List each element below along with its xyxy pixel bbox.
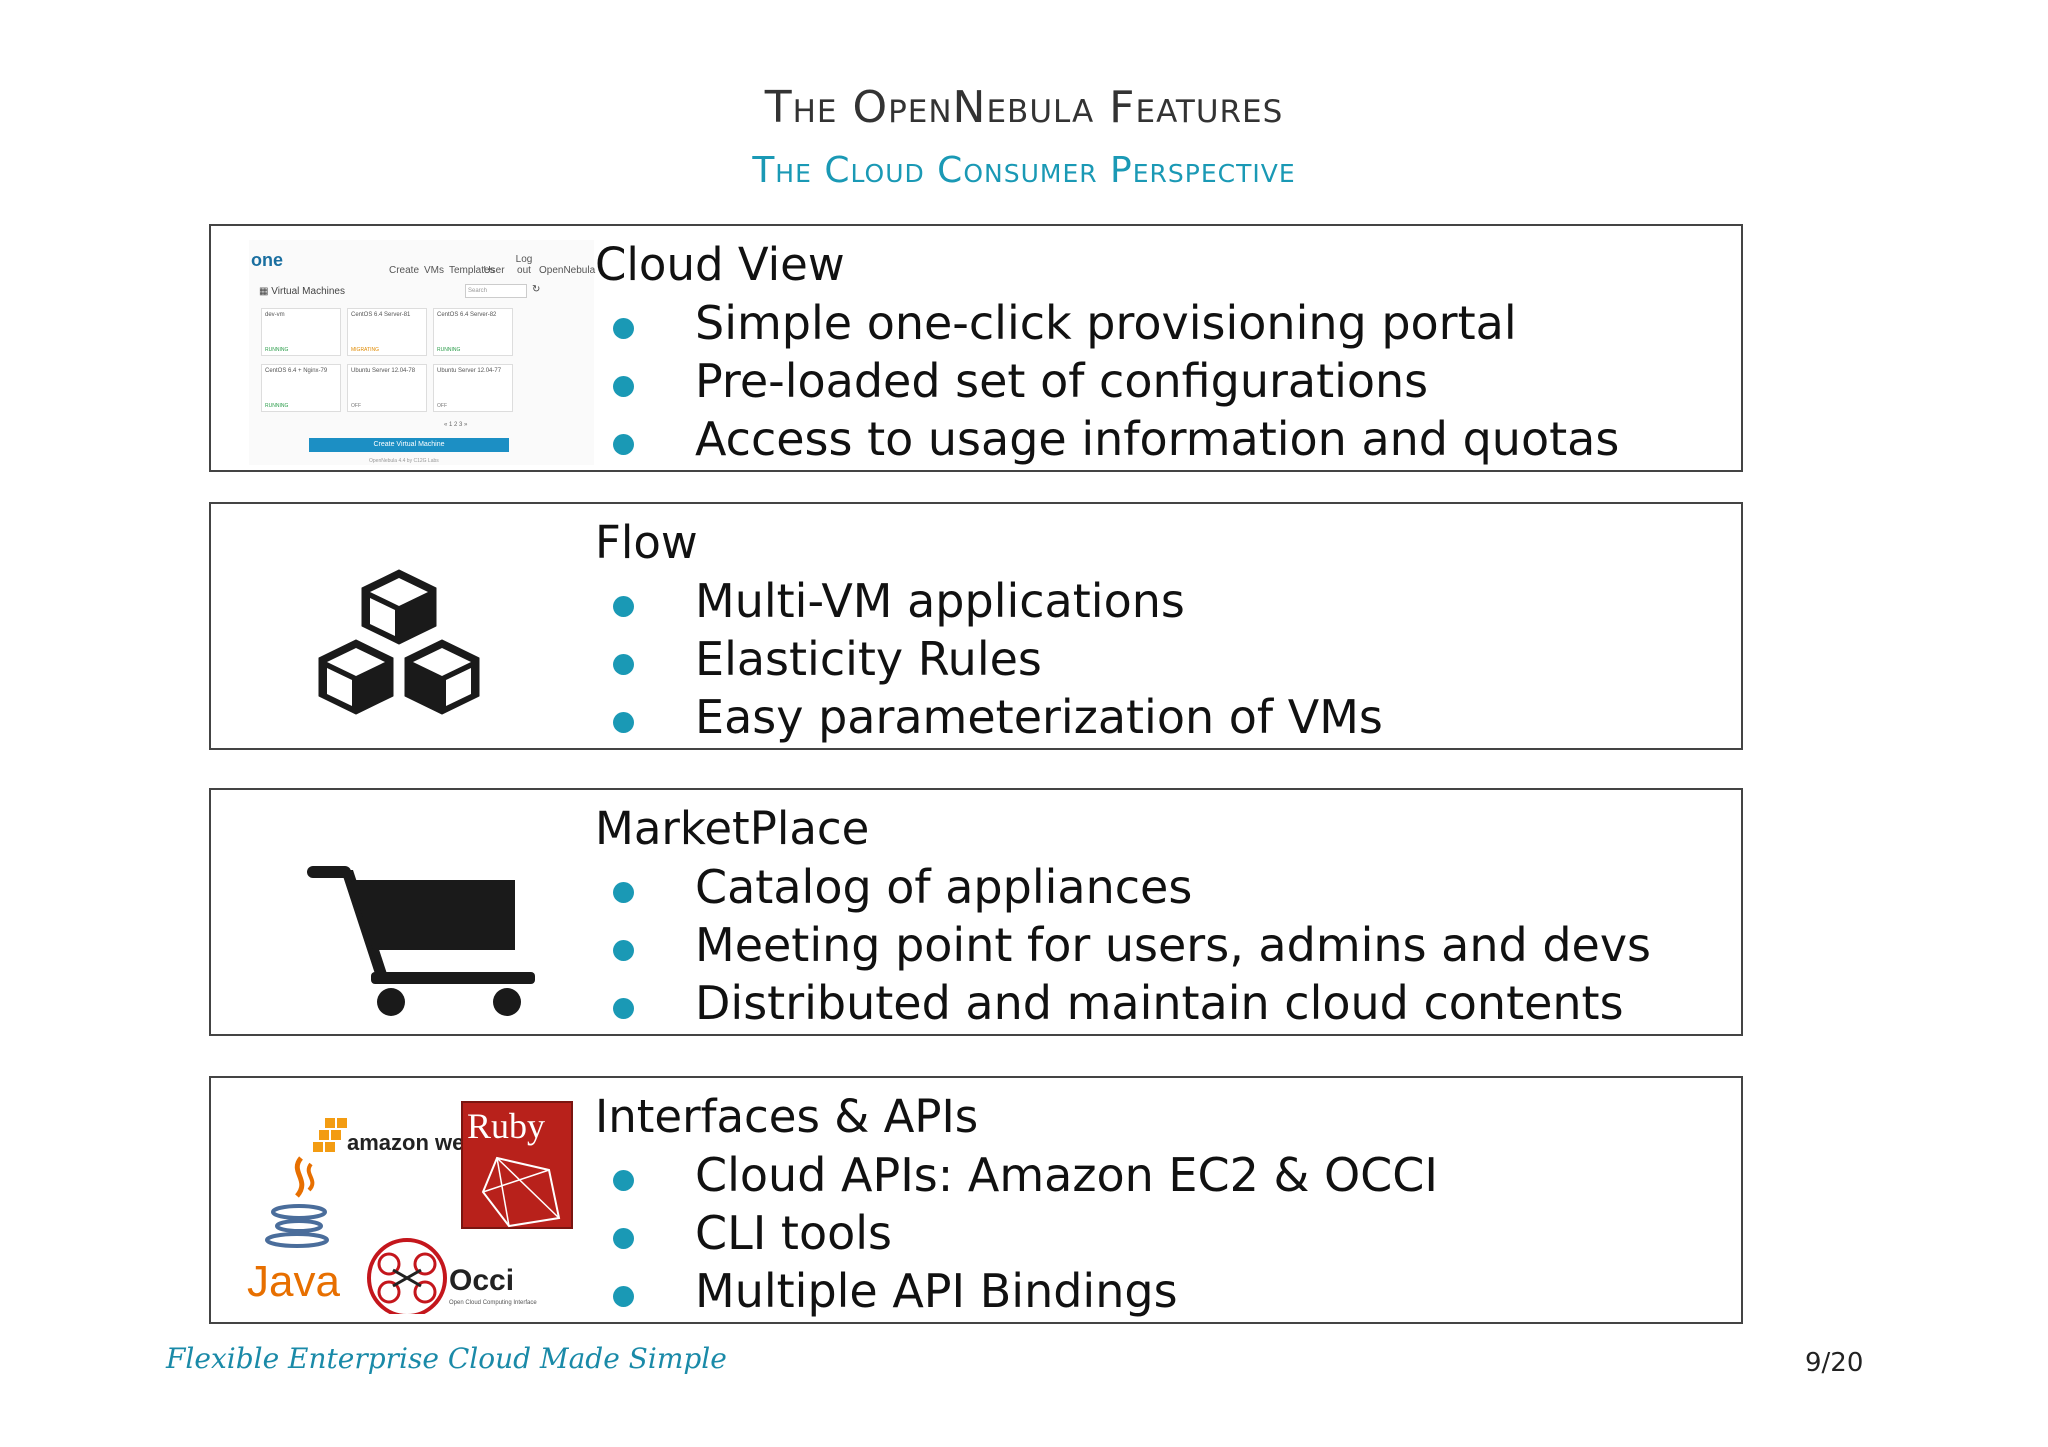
bullet-icon — [613, 882, 634, 903]
footer-tagline: Flexible Enterprise Cloud Made Simple — [166, 1342, 727, 1375]
bullet-icon — [613, 940, 634, 961]
nav-templates: Templates — [449, 265, 495, 276]
shopping-cart-icon — [239, 800, 619, 1026]
nav-user: User — [483, 265, 505, 276]
panel-interfaces-apis: amazon webservices Ruby Java — [209, 1076, 1743, 1324]
panel-heading: MarketPlace — [595, 802, 870, 855]
bullet-icon — [613, 376, 634, 397]
bullet-icon — [613, 596, 634, 617]
panel-heading: Cloud View — [595, 238, 845, 291]
bullet-icon — [613, 1228, 634, 1249]
refresh-icon: ↻ — [532, 284, 541, 295]
bullet-icon — [613, 712, 634, 733]
cubes-icon — [239, 514, 619, 740]
bullet-icon — [613, 1170, 634, 1191]
java-logo-icon: Java — [247, 1156, 340, 1306]
bullet-icon — [613, 434, 634, 455]
one-logo: one — [251, 250, 284, 270]
svg-text:Java: Java — [247, 1257, 340, 1306]
slide-title: The OpenNebula Features — [764, 82, 1284, 133]
screenshot-section-title: ▦ Virtual Machines — [259, 286, 345, 297]
svg-text:Ruby: Ruby — [467, 1106, 545, 1146]
bullet-icon — [613, 1286, 634, 1307]
api-logos: amazon webservices Ruby Java — [239, 1088, 619, 1318]
ruby-logo-icon: Ruby — [461, 1101, 573, 1229]
panel-flow: Flow Multi-VM applications Elasticity Ru… — [209, 502, 1743, 750]
panel-heading: Flow — [595, 516, 698, 569]
nav-vms: VMs — [424, 265, 444, 276]
bullet-icon — [613, 654, 634, 675]
svg-text:Open Cloud Computing Interface: Open Cloud Computing Interface — [449, 1300, 537, 1306]
nav-create: Create — [389, 265, 420, 276]
slide-subtitle: The Cloud Consumer Perspective — [752, 150, 1296, 191]
panel-marketplace: MarketPlace Catalog of appliances Meetin… — [209, 788, 1743, 1036]
screenshot-pager: « 1 2 3 » — [444, 422, 468, 428]
screenshot-footer: OpenNebula 4.4 by C12G Labs — [369, 458, 439, 464]
occi-logo-icon: Occi Open Cloud Computing Interface — [367, 1238, 537, 1318]
nav-logout: Log out — [515, 254, 533, 276]
svg-text:Occi: Occi — [449, 1264, 514, 1297]
screenshot-search: Search — [465, 284, 527, 298]
bullet-icon — [613, 318, 634, 339]
panel-heading: Interfaces & APIs — [595, 1090, 979, 1143]
page-number: 9/20 — [1805, 1348, 1864, 1378]
create-vm-button: Create Virtual Machine — [309, 438, 509, 452]
bullet-icon — [613, 998, 634, 1019]
nav-opennebula: OpenNebula — [539, 265, 596, 276]
